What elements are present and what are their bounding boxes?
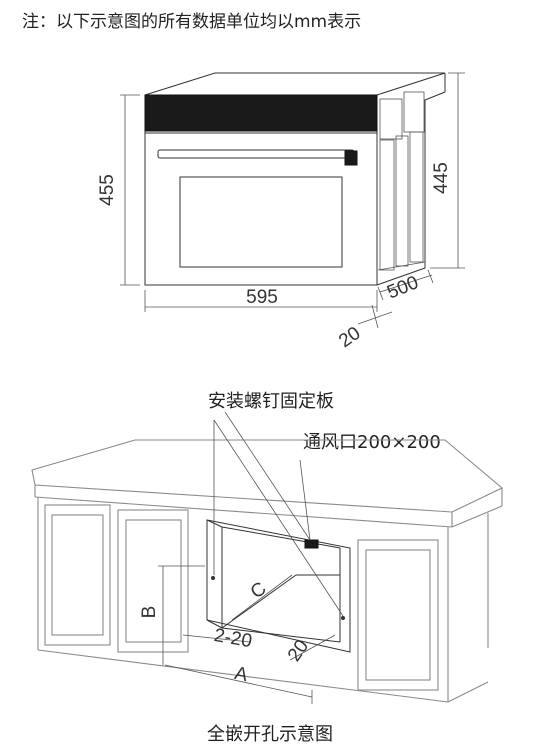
door-window	[179, 176, 343, 268]
oven-drawing: 455 445 595 500 20	[97, 72, 465, 352]
oven-side	[376, 73, 446, 286]
dim-depth: 500	[384, 272, 421, 303]
cabinet-door-3	[357, 539, 439, 691]
vent-opening	[304, 539, 319, 549]
cabinet-drawing: 安装螺钉固定板 通风口200×200	[31, 391, 504, 704]
cabinet-door-2	[117, 509, 189, 653]
dim-offset: 20	[335, 323, 364, 352]
dim-height-front: 455	[97, 174, 118, 206]
oven-top	[144, 72, 446, 96]
dim-width: 595	[246, 287, 278, 308]
control-panel	[144, 94, 378, 132]
side-vents	[377, 91, 426, 271]
door-handle	[157, 149, 355, 159]
dim-b: B	[139, 606, 160, 619]
dim-c: C	[247, 578, 271, 603]
label-vent: 通风口200×200	[303, 432, 441, 453]
figure-caption: 全嵌开孔示意图	[207, 724, 333, 745]
cabinet-door-1	[44, 504, 111, 646]
cabinet-opening	[206, 519, 351, 653]
dim-a: A	[233, 663, 250, 686]
dim-20: 20	[284, 636, 313, 665]
handle-end	[344, 150, 358, 166]
units-note: 注：以下示意图的所有数据单位均以mm表示	[22, 12, 361, 32]
label-mount-plate: 安装螺钉固定板	[208, 391, 334, 412]
dim-height-side: 445	[431, 162, 452, 194]
